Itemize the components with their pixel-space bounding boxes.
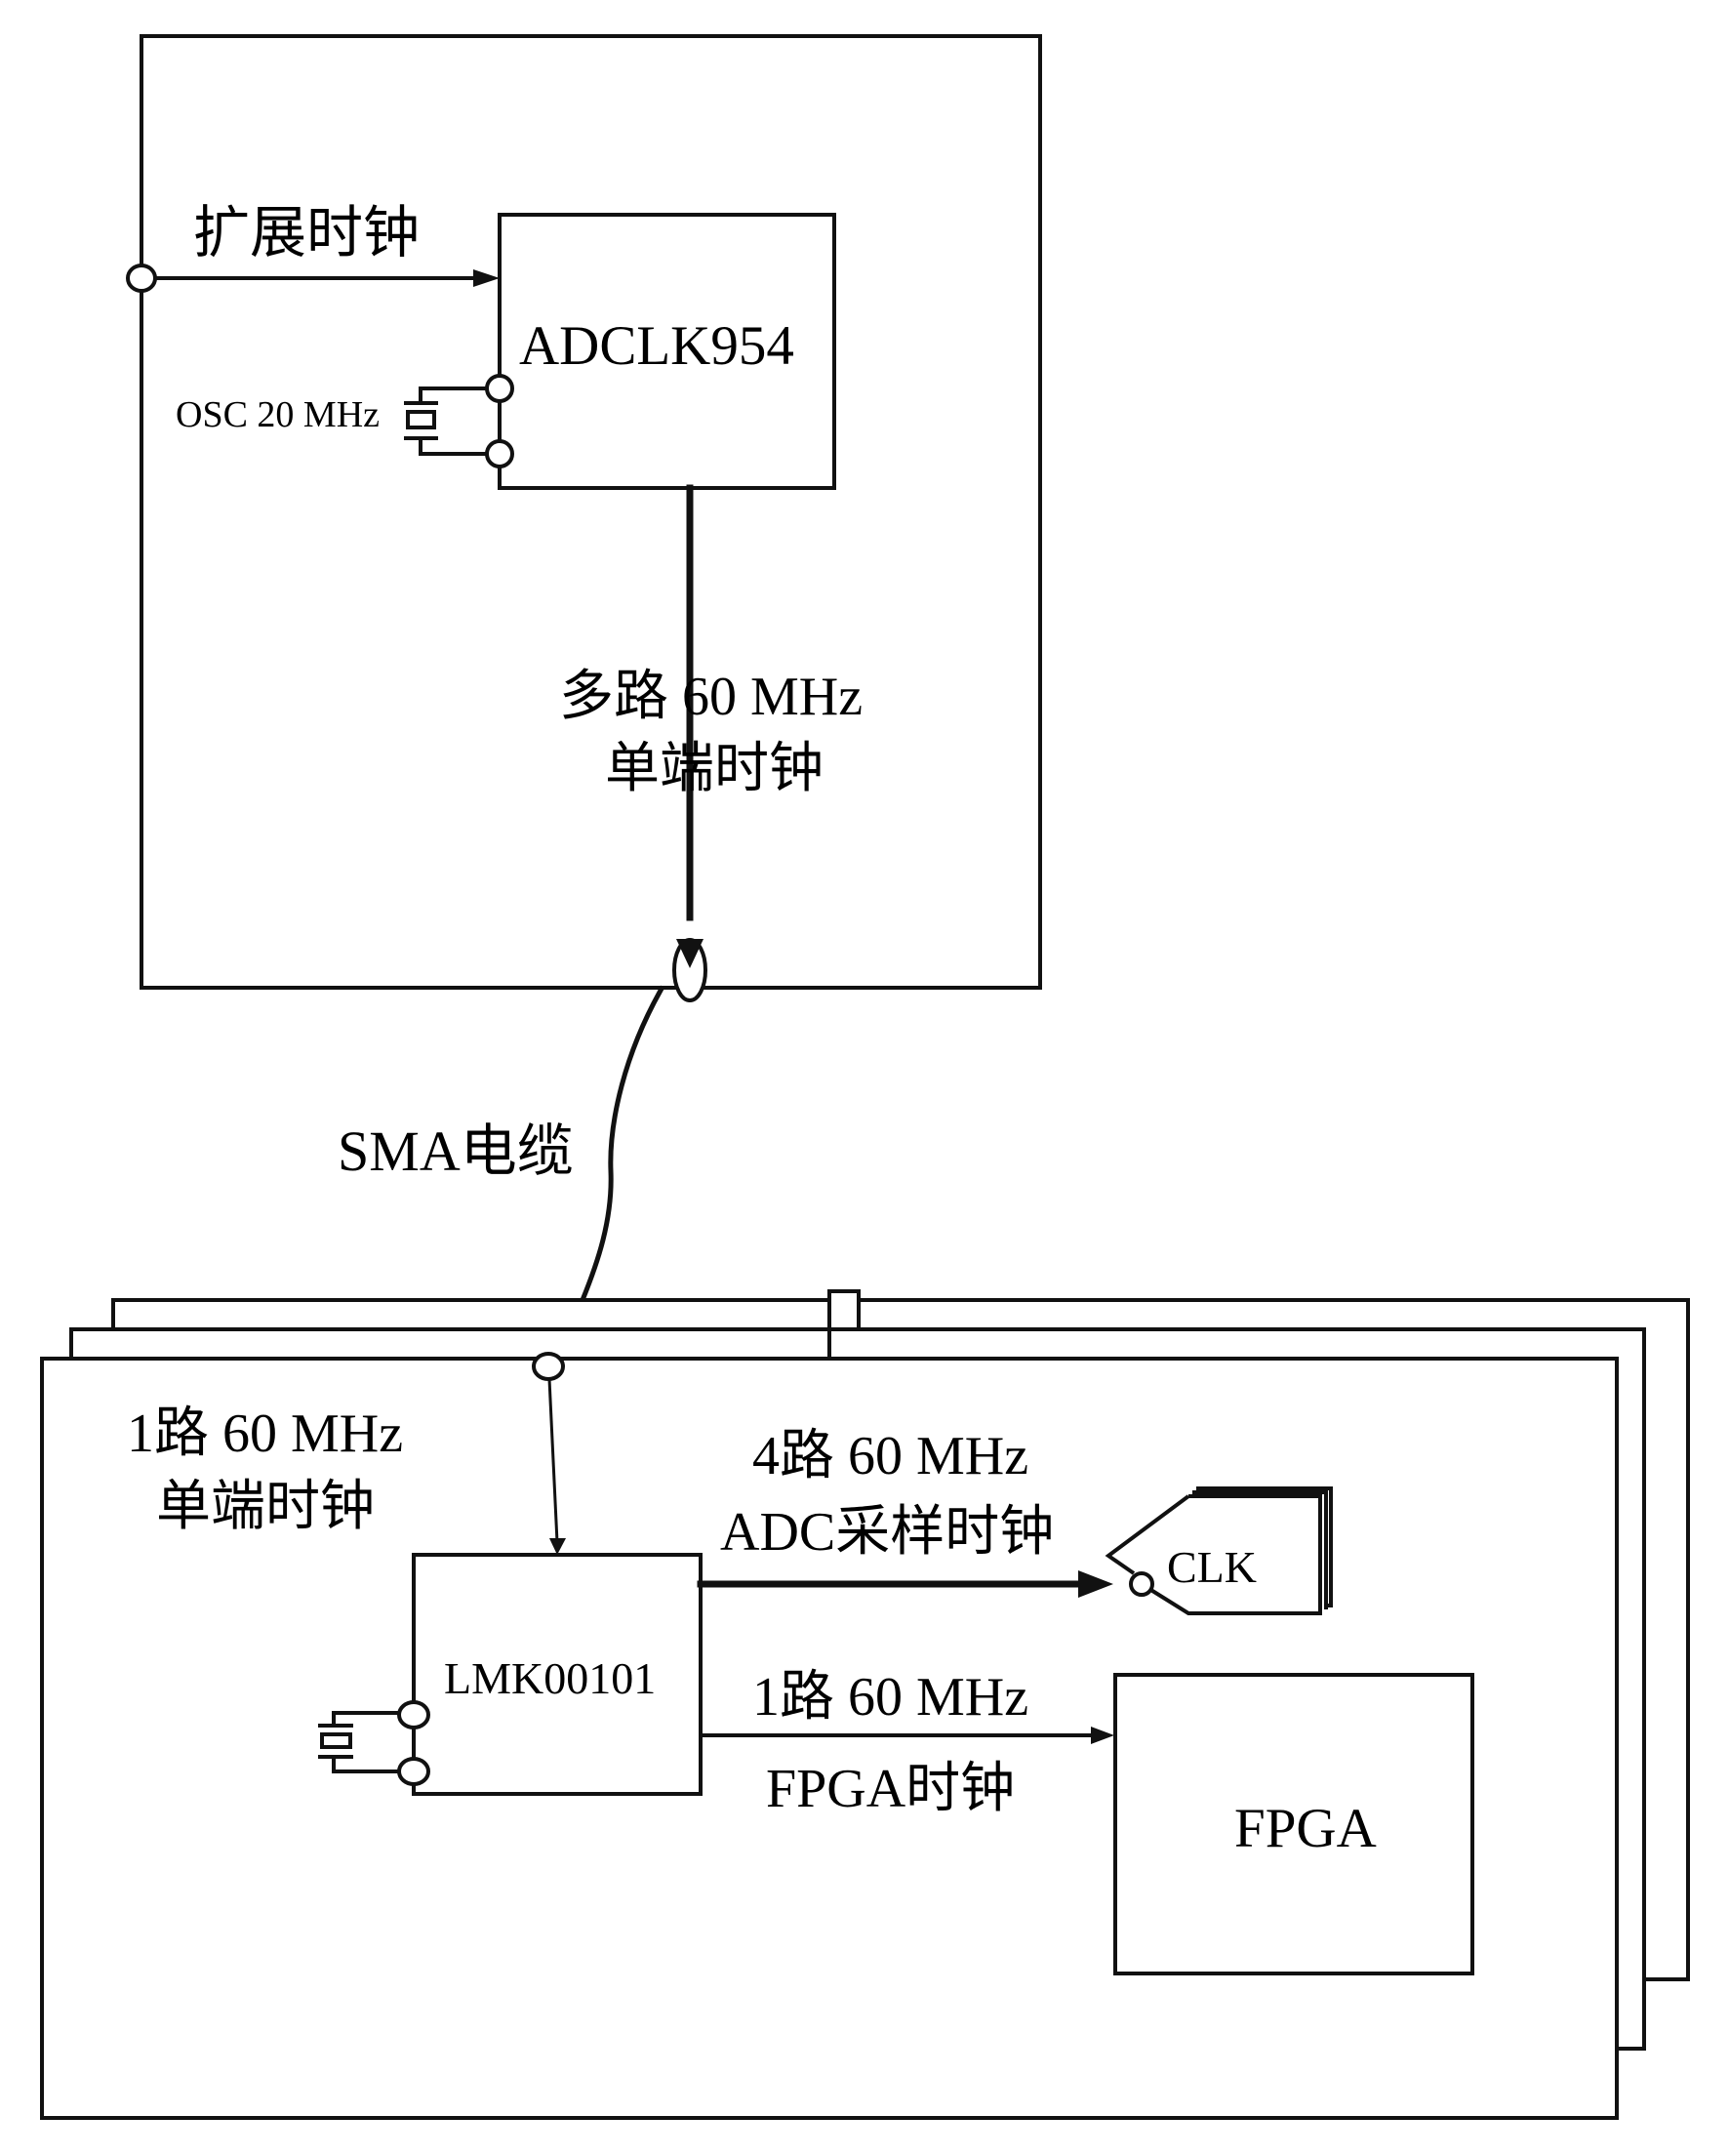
crystal-icon <box>404 386 489 456</box>
receiver-board-stack: 1路 60 MHz 单端时钟 LMK00101 4路 60 MHz ADC采样时… <box>40 1289 1690 2120</box>
fpga-chip: FPGA <box>1113 1673 1474 1975</box>
adc-clock-label-line1: 4路 60 MHz <box>752 1426 1028 1486</box>
lmk00101-box <box>412 1553 703 1796</box>
adc-clock-output: 4路 60 MHz ADC采样时钟 <box>697 1426 1113 1598</box>
sma-cable: SMA电缆 <box>338 985 665 1304</box>
receiver-input-line <box>547 1377 559 1544</box>
oscillator-20mhz: OSC 20 MHz <box>176 374 514 468</box>
ext-clock-connector-icon <box>126 264 157 293</box>
lmk00101-chip: LMK00101 <box>318 1553 703 1796</box>
multi-output-label-line1: 多路 60 MHz <box>559 667 863 727</box>
receiver-input-connector-icon <box>532 1352 565 1381</box>
lmk-crystal-icon <box>318 1711 403 1773</box>
osc-pin-1-icon <box>485 374 514 403</box>
fpga-clock-output: 1路 60 MHz FPGA时钟 <box>699 1667 1114 1819</box>
receiver-input-label-line1: 1路 60 MHz <box>127 1403 403 1464</box>
ext-clock-arrowhead <box>473 269 500 287</box>
adc-clk-pin-mid-layer <box>1192 1490 1328 1609</box>
adc-clk-pin-label: CLK <box>1167 1542 1257 1592</box>
fpga-clock-arrowhead <box>1091 1727 1114 1744</box>
adc-clock-arrowhead <box>1078 1570 1113 1598</box>
multi-output-label-line2: 单端时钟 <box>605 739 824 799</box>
adclk954-label: ADCLK954 <box>519 315 794 377</box>
adc-clk-pin-shape <box>1105 1494 1322 1615</box>
fpga-box <box>1113 1673 1474 1975</box>
osc-label: OSC 20 MHz <box>176 394 380 435</box>
lmk-osc-pin-2-icon <box>397 1757 430 1786</box>
adclk954-chip: ADCLK954 <box>498 213 836 490</box>
sma-cable-line <box>579 985 665 1304</box>
adc-clk-pin-back-layer <box>1196 1486 1333 1607</box>
osc-pin-2-icon <box>485 439 514 468</box>
receiver-input-label-line2: 单端时钟 <box>156 1477 375 1537</box>
receiver-input-arrowhead <box>549 1538 566 1555</box>
sma-cable-label: SMA电缆 <box>338 1119 574 1183</box>
adclk954-box <box>498 213 836 490</box>
source-board-frame <box>140 34 1042 990</box>
board-connector-notch <box>827 1289 861 1331</box>
ext-clock-input: 扩展时钟 <box>126 201 500 293</box>
adc-clock-label-line2: ADC采样时钟 <box>720 1502 1054 1563</box>
source-board: 扩展时钟 ADCLK954 OSC 20 MHz 多路 60 MHz 单端时钟 <box>126 34 1042 1002</box>
multi-output: 多路 60 MHz 单端时钟 <box>559 484 863 1002</box>
adc-clk-pin: CLK <box>1105 1486 1333 1615</box>
fpga-clock-label-line1: 1路 60 MHz <box>752 1667 1028 1728</box>
receiver-input: 1路 60 MHz 单端时钟 <box>127 1352 566 1555</box>
adc-clk-inverter-icon <box>1129 1571 1154 1597</box>
fpga-clock-label-line2: FPGA时钟 <box>766 1759 1015 1819</box>
lmk-osc-pin-1-icon <box>397 1700 430 1729</box>
lmk00101-label: LMK00101 <box>444 1653 656 1703</box>
multi-output-arrowhead <box>676 939 704 968</box>
ext-clock-label: 扩展时钟 <box>193 201 420 264</box>
fpga-label: FPGA <box>1234 1798 1377 1859</box>
